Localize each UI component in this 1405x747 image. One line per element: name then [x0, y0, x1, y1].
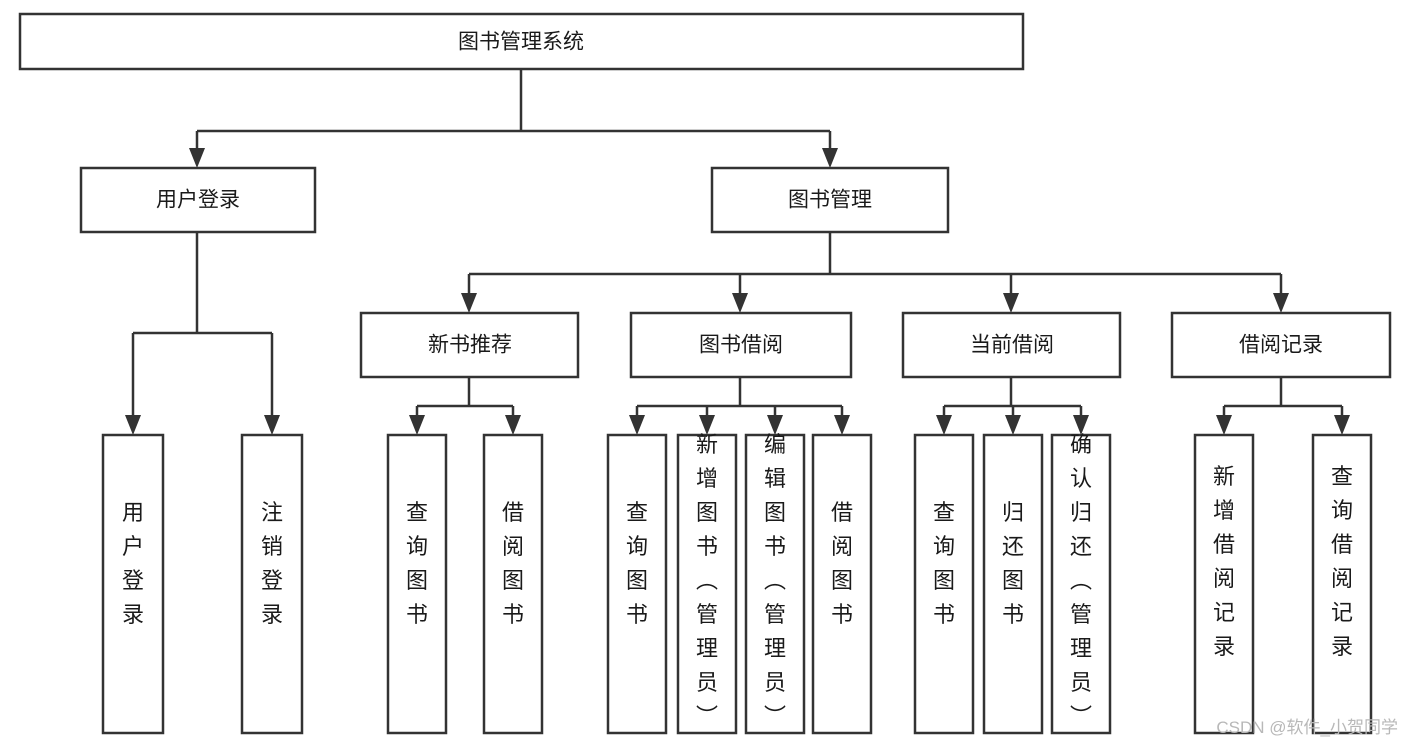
leaf-current-return-book-label: 归还图书 — [1002, 500, 1024, 627]
leaf-borrow-query-book[interactable]: 查询图书 — [606, 433, 668, 735]
leaf-user-login[interactable]: 用户登录 — [101, 433, 165, 735]
node-user-login-label: 用户登录 — [156, 189, 240, 212]
arrowhead-book-mgmt — [822, 148, 838, 168]
leaf-current-query-book-label: 查询图书 — [933, 500, 955, 627]
leaf-borrow-edit-book-box — [744, 433, 806, 735]
arrowhead-current-borrow — [1003, 293, 1019, 313]
leaf-current-confirm-return-label: 确认归还︵管理员︶ — [1070, 432, 1092, 729]
leaf-record-query-record[interactable]: 查询借阅记录 — [1311, 433, 1373, 735]
node-book-management-label: 图书管理 — [788, 189, 872, 212]
leaf-borrow-add-book-box — [676, 433, 738, 735]
node-new-book-recommend-label: 新书推荐 — [428, 334, 512, 357]
leaf-borrow-query-book-label: 查询图书 — [626, 500, 648, 627]
leaf-current-query-book-box — [913, 433, 975, 735]
csdn-watermark: CSDN @软件_小贺同学 — [1216, 718, 1398, 737]
arrowhead-new-book-recommend — [461, 293, 477, 313]
arrowhead-current-leaf-1 — [936, 415, 952, 435]
arrowhead-record-leaf-1 — [1216, 415, 1232, 435]
arrowhead-recommend-leaf-2 — [505, 415, 521, 435]
arrowhead-book-borrow — [732, 293, 748, 313]
node-current-borrow[interactable]: 当前借阅 — [901, 311, 1122, 379]
leaf-user-login-box — [101, 433, 165, 735]
leaf-borrow-add-book-label: 新增图书︵管理员︶ — [696, 432, 718, 729]
leaf-logout-label: 注销登录 — [261, 500, 283, 627]
leaf-logout-box — [240, 433, 304, 735]
leaf-record-query-record-label: 查询借阅记录 — [1331, 464, 1353, 659]
leaf-record-add-record[interactable]: 新增借阅记录 — [1193, 433, 1255, 735]
leaf-borrow-edit-book[interactable]: 编辑图书︵管理员︶ — [744, 432, 806, 735]
node-root-label: 图书管理系统 — [458, 31, 584, 54]
arrowhead-borrow-leaf-3 — [767, 415, 783, 435]
leaf-recommend-query-book-label: 查询图书 — [406, 500, 428, 627]
arrowhead-user-login — [189, 148, 205, 168]
leaf-borrow-query-book-box — [606, 433, 668, 735]
arrowhead-current-leaf-3 — [1073, 415, 1089, 435]
leaf-borrow-borrow-book[interactable]: 借阅图书 — [811, 433, 873, 735]
node-new-book-recommend[interactable]: 新书推荐 — [359, 311, 580, 379]
arrowhead-leaf-logout — [264, 415, 280, 435]
leaf-record-add-record-label: 新增借阅记录 — [1213, 464, 1235, 659]
node-book-borrow-label: 图书借阅 — [699, 334, 783, 357]
node-book-borrow-box — [629, 311, 853, 379]
leaf-recommend-query-book[interactable]: 查询图书 — [386, 433, 448, 735]
node-root-system[interactable]: 图书管理系统 — [18, 12, 1025, 71]
node-current-borrow-box — [901, 311, 1122, 379]
arrowhead-leaf-user-login — [125, 415, 141, 435]
arrowhead-borrow-record — [1273, 293, 1289, 313]
connector-layer — [125, 69, 1350, 435]
arrowhead-borrow-leaf-4 — [834, 415, 850, 435]
leaf-record-query-record-box — [1311, 433, 1373, 735]
arrowhead-borrow-leaf-1 — [629, 415, 645, 435]
leaf-recommend-borrow-book-box — [482, 433, 544, 735]
leaf-recommend-borrow-book-label: 借阅图书 — [502, 500, 524, 627]
leaf-user-login-label: 用户登录 — [122, 500, 144, 627]
node-book-management-box — [710, 166, 950, 234]
leaf-record-add-record-box — [1193, 433, 1255, 735]
leaf-current-confirm-return[interactable]: 确认归还︵管理员︶ — [1050, 432, 1112, 735]
node-book-management[interactable]: 图书管理 — [710, 166, 950, 234]
leaf-borrow-add-book[interactable]: 新增图书︵管理员︶ — [676, 432, 738, 735]
arrowhead-borrow-leaf-2 — [699, 415, 715, 435]
leaf-current-query-book[interactable]: 查询图书 — [913, 433, 975, 735]
node-book-borrow[interactable]: 图书借阅 — [629, 311, 853, 379]
node-user-login[interactable]: 用户登录 — [79, 166, 317, 234]
node-current-borrow-label: 当前借阅 — [970, 334, 1054, 357]
leaf-borrow-borrow-book-label: 借阅图书 — [831, 500, 853, 627]
leaf-borrow-edit-book-label: 编辑图书︵管理员︶ — [764, 432, 786, 729]
leaf-recommend-query-book-box — [386, 433, 448, 735]
node-borrow-record-label: 借阅记录 — [1239, 334, 1323, 357]
leaf-recommend-borrow-book[interactable]: 借阅图书 — [482, 433, 544, 735]
leaf-current-return-book[interactable]: 归还图书 — [982, 433, 1044, 735]
leaf-borrow-borrow-book-box — [811, 433, 873, 735]
node-borrow-record[interactable]: 借阅记录 — [1170, 311, 1392, 379]
leaf-logout[interactable]: 注销登录 — [240, 433, 304, 735]
leaf-current-return-book-box — [982, 433, 1044, 735]
node-borrow-record-box — [1170, 311, 1392, 379]
arrowhead-current-leaf-2 — [1005, 415, 1021, 435]
node-new-book-recommend-box — [359, 311, 580, 379]
node-user-login-box — [79, 166, 317, 234]
leaf-current-confirm-return-box — [1050, 433, 1112, 735]
arrowhead-record-leaf-2 — [1334, 415, 1350, 435]
arrowhead-recommend-leaf-1 — [409, 415, 425, 435]
node-root-box — [18, 12, 1025, 71]
